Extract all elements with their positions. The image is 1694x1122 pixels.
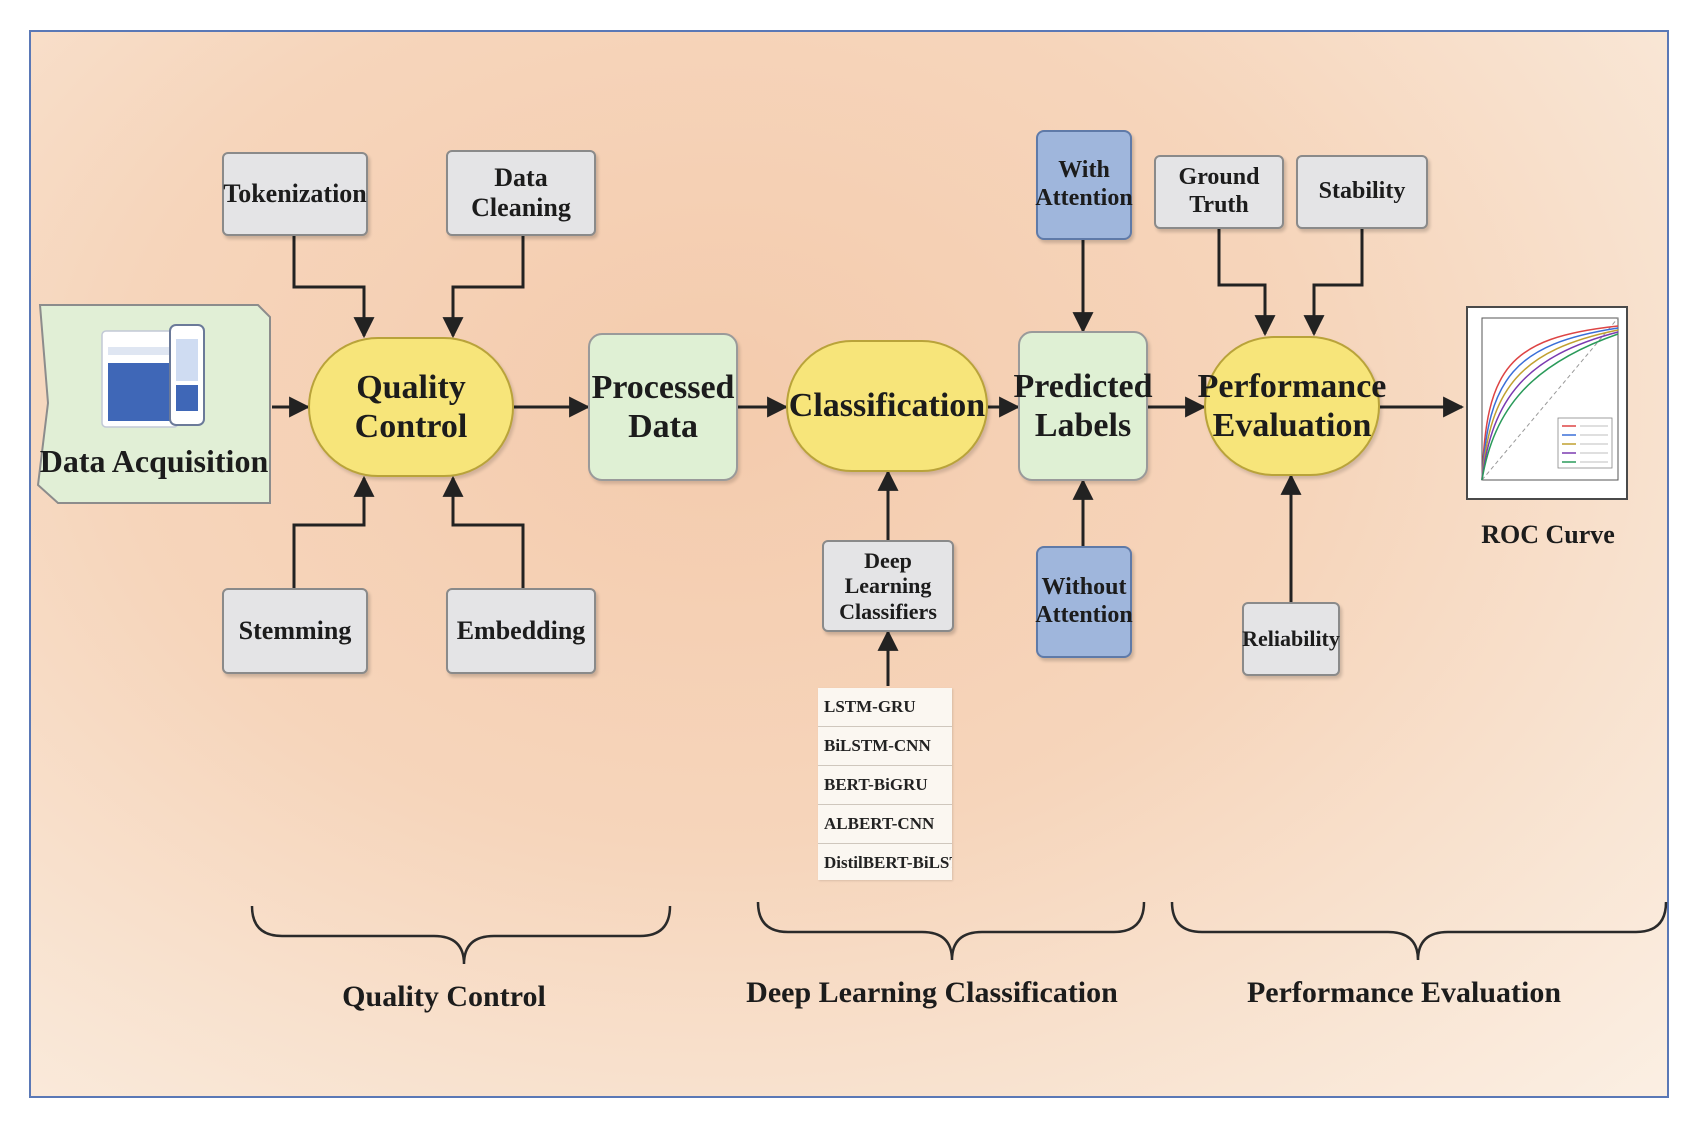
classifier-item: ALBERT-CNN [818, 805, 952, 844]
section-label-quality-control: Quality Control [342, 980, 546, 1013]
ground-truth-box: Ground Truth [1154, 155, 1284, 229]
roc-curve-thumbnail [1466, 306, 1628, 500]
data-acquisition-shape [36, 304, 271, 504]
stemming-box: Stemming [222, 588, 368, 674]
data-acquisition-label: Data Acquisition [39, 443, 269, 479]
performance-evaluation-node: Performance Evaluation [1198, 336, 1386, 476]
reliability-box: Reliability [1242, 602, 1340, 676]
processed-data-box: Processed Data [588, 333, 738, 481]
roc-plot-thumbnail [1481, 317, 1619, 481]
stability-box: Stability [1296, 155, 1428, 229]
classifier-item: LSTM-GRU [818, 688, 952, 727]
with-attention-box: With Attention [1035, 130, 1133, 240]
device-mockup-icon [101, 324, 205, 428]
predicted-labels-box: Predicted Labels [1013, 331, 1153, 481]
classifier-item: DistilBERT-BiLSTM [824, 853, 952, 872]
embedding-box: Embedding [446, 588, 596, 674]
section-label-deep-learning-classification: Deep Learning Classification [746, 976, 1118, 1009]
deep-learning-classifiers-box: Deep Learning Classifiers [822, 540, 954, 632]
classifier-item: BiLSTM-CNN [818, 727, 952, 766]
section-label-performance-evaluation: Performance Evaluation [1246, 976, 1562, 1009]
data-cleaning-box: Data Cleaning [446, 150, 596, 236]
classifier-item: BERT-BiGRU [818, 766, 952, 805]
classification-node: Classification [786, 340, 988, 472]
quality-control-node: Quality Control [308, 337, 514, 477]
roc-curve-label: ROC Curve [1481, 520, 1615, 549]
classifier-list: LSTM-GRU BiLSTM-CNN BERT-BiGRU ALBERT-CN… [818, 688, 952, 880]
tokenization-box: Tokenization [222, 152, 368, 236]
data-acquisition-box: Data Acquisition [36, 303, 272, 506]
without-attention-box: Without Attention [1035, 546, 1133, 658]
